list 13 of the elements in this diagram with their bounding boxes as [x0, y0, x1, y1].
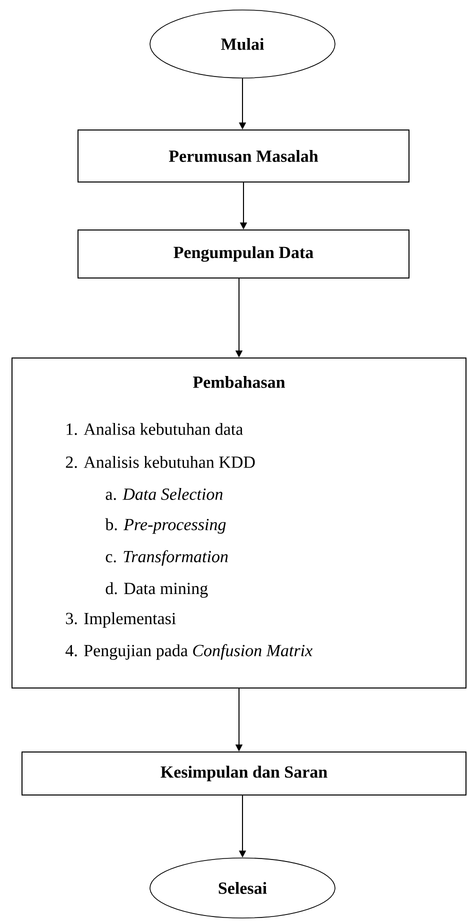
list-item: 4. Pengujian pada Confusion Matrix: [66, 644, 312, 660]
list-item: 1. Analisa kebutuhan data: [66, 422, 243, 435]
box-heading: Pembahasan: [193, 376, 285, 388]
list-item: 2. Analisis kebutuhan KDD: [66, 456, 255, 468]
list-item: a. Data Selection: [106, 488, 222, 500]
process-box: [12, 358, 466, 688]
process-box: Pengumpulan Data: [78, 230, 410, 278]
process-box: Kesimpulan dan Saran: [22, 752, 466, 796]
list-item: d. Data mining: [106, 582, 208, 598]
list-item: b. Pre-processing: [105, 518, 226, 534]
list-item: 3. Implementasi: [66, 612, 176, 628]
process-box: Perumusan Masalah: [78, 130, 410, 182]
list-item: c. Transformation: [106, 550, 228, 566]
